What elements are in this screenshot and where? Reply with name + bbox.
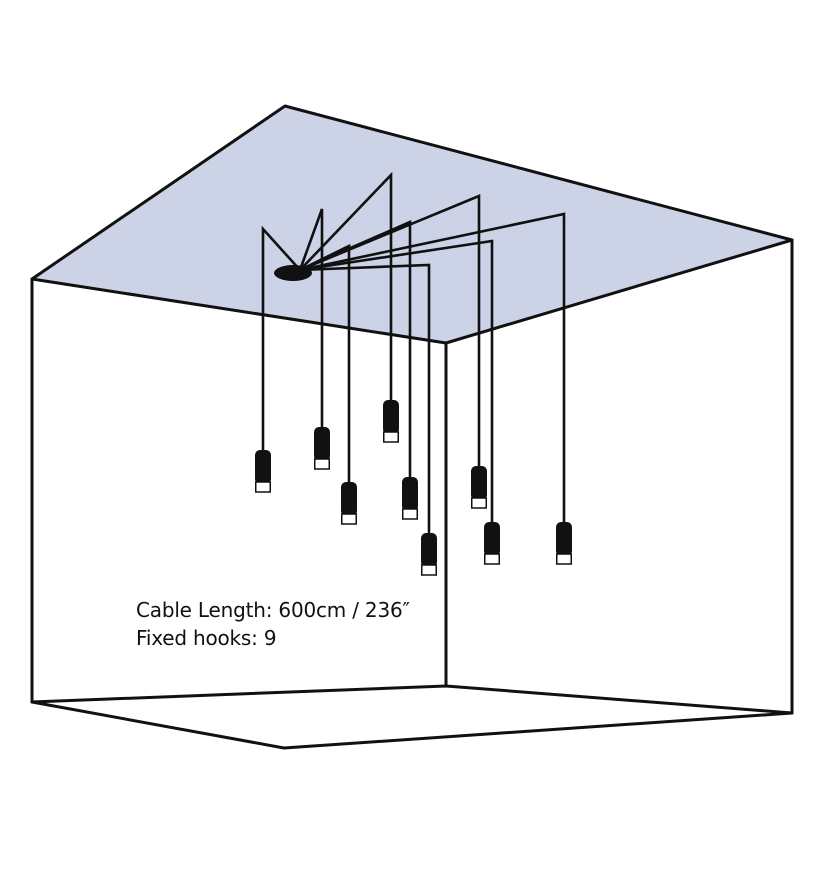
pendant-cable bbox=[298, 239, 494, 524]
floor-front-edge bbox=[30, 700, 794, 750]
cable-length-text: Cable Length: 600cm / 236″ bbox=[136, 598, 410, 622]
pendant-light bbox=[255, 450, 271, 493]
pendant-light bbox=[484, 522, 500, 565]
floor-back-edge bbox=[30, 684, 794, 715]
pendant-cable bbox=[298, 171, 393, 402]
fixed-hooks-text: Fixed hooks: 9 bbox=[136, 626, 277, 650]
pendant-cable bbox=[298, 263, 431, 535]
pendant-light bbox=[341, 482, 357, 525]
pendant-light bbox=[314, 427, 330, 470]
specs-label: Cable Length: 600cm / 236″ Fixed hooks: … bbox=[136, 596, 410, 652]
cable-group bbox=[261, 171, 566, 535]
pendant-group bbox=[255, 400, 572, 576]
pendant-light bbox=[421, 533, 437, 576]
pendant-light bbox=[471, 466, 487, 509]
pendant-cable bbox=[298, 208, 324, 429]
pendant-cable bbox=[298, 194, 481, 468]
ceiling-canopy bbox=[274, 265, 312, 281]
pendant-cable bbox=[261, 225, 302, 452]
pendant-light bbox=[402, 477, 418, 520]
room-edges bbox=[30, 238, 794, 750]
pendant-cable bbox=[298, 212, 566, 524]
pendant-light bbox=[383, 400, 399, 443]
pendant-light bbox=[556, 522, 572, 565]
